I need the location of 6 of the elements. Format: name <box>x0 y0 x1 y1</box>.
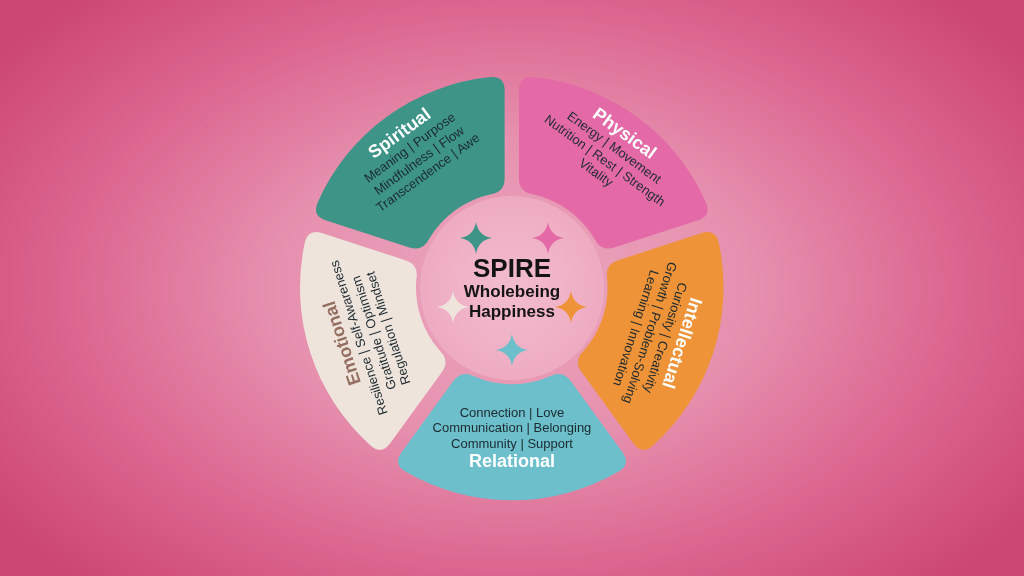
segment-text: Community | Support <box>451 435 573 452</box>
center-subtitle: Wholebeing Happiness <box>463 282 561 322</box>
segment-text: Connection | Love <box>459 404 565 421</box>
center-title: SPIRE <box>473 254 551 282</box>
segment-title: Relational <box>468 451 555 472</box>
segment-text: Communication | Belonging <box>432 420 592 436</box>
